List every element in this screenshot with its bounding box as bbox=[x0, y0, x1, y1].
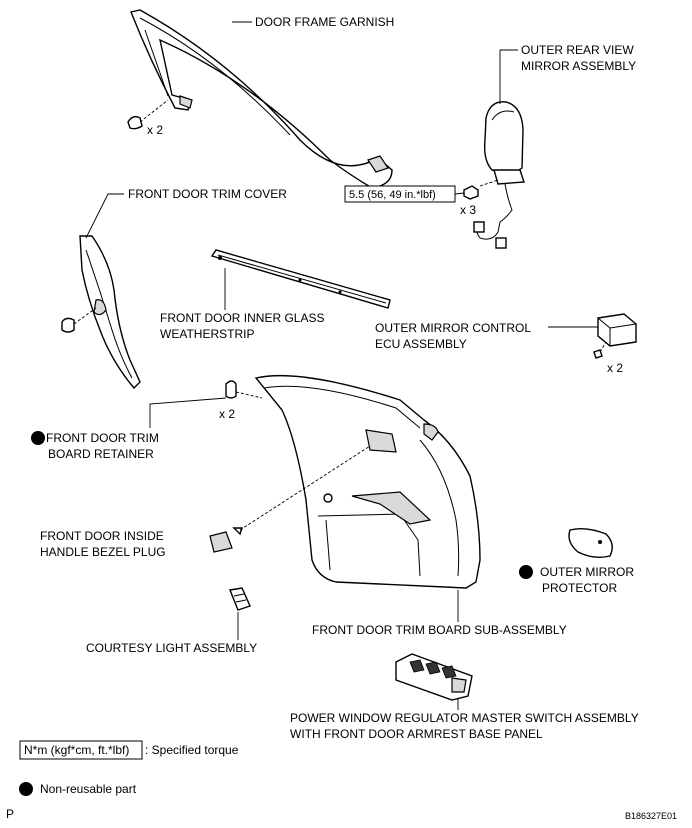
trim-board-sub-assembly-label: FRONT DOOR TRIM BOARD SUB-ASSEMBLY bbox=[312, 623, 567, 637]
torque-leader bbox=[454, 192, 465, 195]
corner-letter: P bbox=[6, 807, 14, 821]
outer-mirror-protector-label-1: OUTER MIRROR bbox=[540, 565, 634, 579]
trim-cover-clip bbox=[61, 307, 97, 333]
mirror-nut bbox=[463, 185, 479, 200]
bezel-plug-label-2: HANDLE BEZEL PLUG bbox=[40, 545, 166, 559]
mirror-control-ecu-label-2: ECU ASSEMBLY bbox=[375, 337, 467, 351]
trim-board-retainer-label-2: BOARD RETAINER bbox=[48, 447, 154, 461]
inner-glass-weatherstrip-label-1: FRONT DOOR INNER GLASS bbox=[160, 311, 324, 325]
trim-board-retainer bbox=[225, 380, 263, 399]
nonreusable-dot-protector bbox=[519, 565, 533, 579]
mirror-control-ecu-label-1: OUTER MIRROR CONTROL bbox=[375, 321, 531, 335]
outer-rear-view-mirror-drawing bbox=[473, 101, 525, 249]
outer-rear-view-mirror-label-2: MIRROR ASSEMBLY bbox=[521, 59, 636, 73]
garnish-clip-qty: x 2 bbox=[147, 123, 163, 137]
retainer-qty: x 2 bbox=[219, 407, 235, 421]
door-frame-garnish-drawing bbox=[130, 9, 393, 189]
nonreusable-dot-retainer bbox=[31, 431, 45, 445]
trim-board-retainer-label-1: FRONT DOOR TRIM bbox=[46, 431, 159, 445]
front-door-trim-cover-drawing bbox=[79, 235, 141, 390]
legend-nonreusable-dot bbox=[19, 782, 33, 796]
garnish-clip bbox=[127, 99, 169, 130]
figure-code: B186327E01 bbox=[625, 811, 677, 821]
master-switch-label-1: POWER WINDOW REGULATOR MASTER SWITCH ASS… bbox=[290, 711, 639, 725]
mirror-control-ecu-drawing bbox=[593, 313, 637, 359]
torque-spec-text: 5.5 (56, 49 in.*lbf) bbox=[349, 189, 436, 201]
mirror-nut-qty: x 3 bbox=[460, 203, 476, 217]
master-switch-drawing bbox=[395, 653, 473, 701]
trim-board-drawing bbox=[254, 374, 481, 589]
ecu-screw-qty: x 2 bbox=[607, 361, 623, 375]
bezel-plug-label-1: FRONT DOOR INSIDE bbox=[40, 529, 164, 543]
inner-glass-weatherstrip-label-2: WEATHERSTRIP bbox=[160, 327, 254, 341]
trim-cover-leader bbox=[85, 193, 124, 239]
courtesy-light-drawing bbox=[229, 587, 251, 611]
legend-torque-text: : Specified torque bbox=[145, 743, 239, 757]
front-door-trim-cover-label: FRONT DOOR TRIM COVER bbox=[128, 187, 287, 201]
legend-nonreusable-text: Non-reusable part bbox=[40, 782, 137, 796]
courtesy-light-label: COURTESY LIGHT ASSEMBLY bbox=[86, 641, 257, 655]
inner-glass-weatherstrip-drawing bbox=[210, 249, 391, 309]
outer-mirror-protector-label-2: PROTECTOR bbox=[542, 581, 617, 595]
outer-mirror-protector-drawing bbox=[568, 527, 613, 559]
door-frame-garnish-label: DOOR FRAME GARNISH bbox=[255, 15, 394, 29]
legend-torque-box bbox=[19, 740, 143, 760]
master-switch-label-2: WITH FRONT DOOR ARMREST BASE PANEL bbox=[290, 727, 543, 741]
retainer-leader bbox=[149, 397, 227, 428]
legend-torque-units: N*m (kgf*cm, ft.*lbf) bbox=[24, 743, 129, 757]
outer-rear-view-mirror-label-1: OUTER REAR VIEW bbox=[521, 43, 634, 57]
bezel-plug-drawing bbox=[209, 445, 371, 553]
